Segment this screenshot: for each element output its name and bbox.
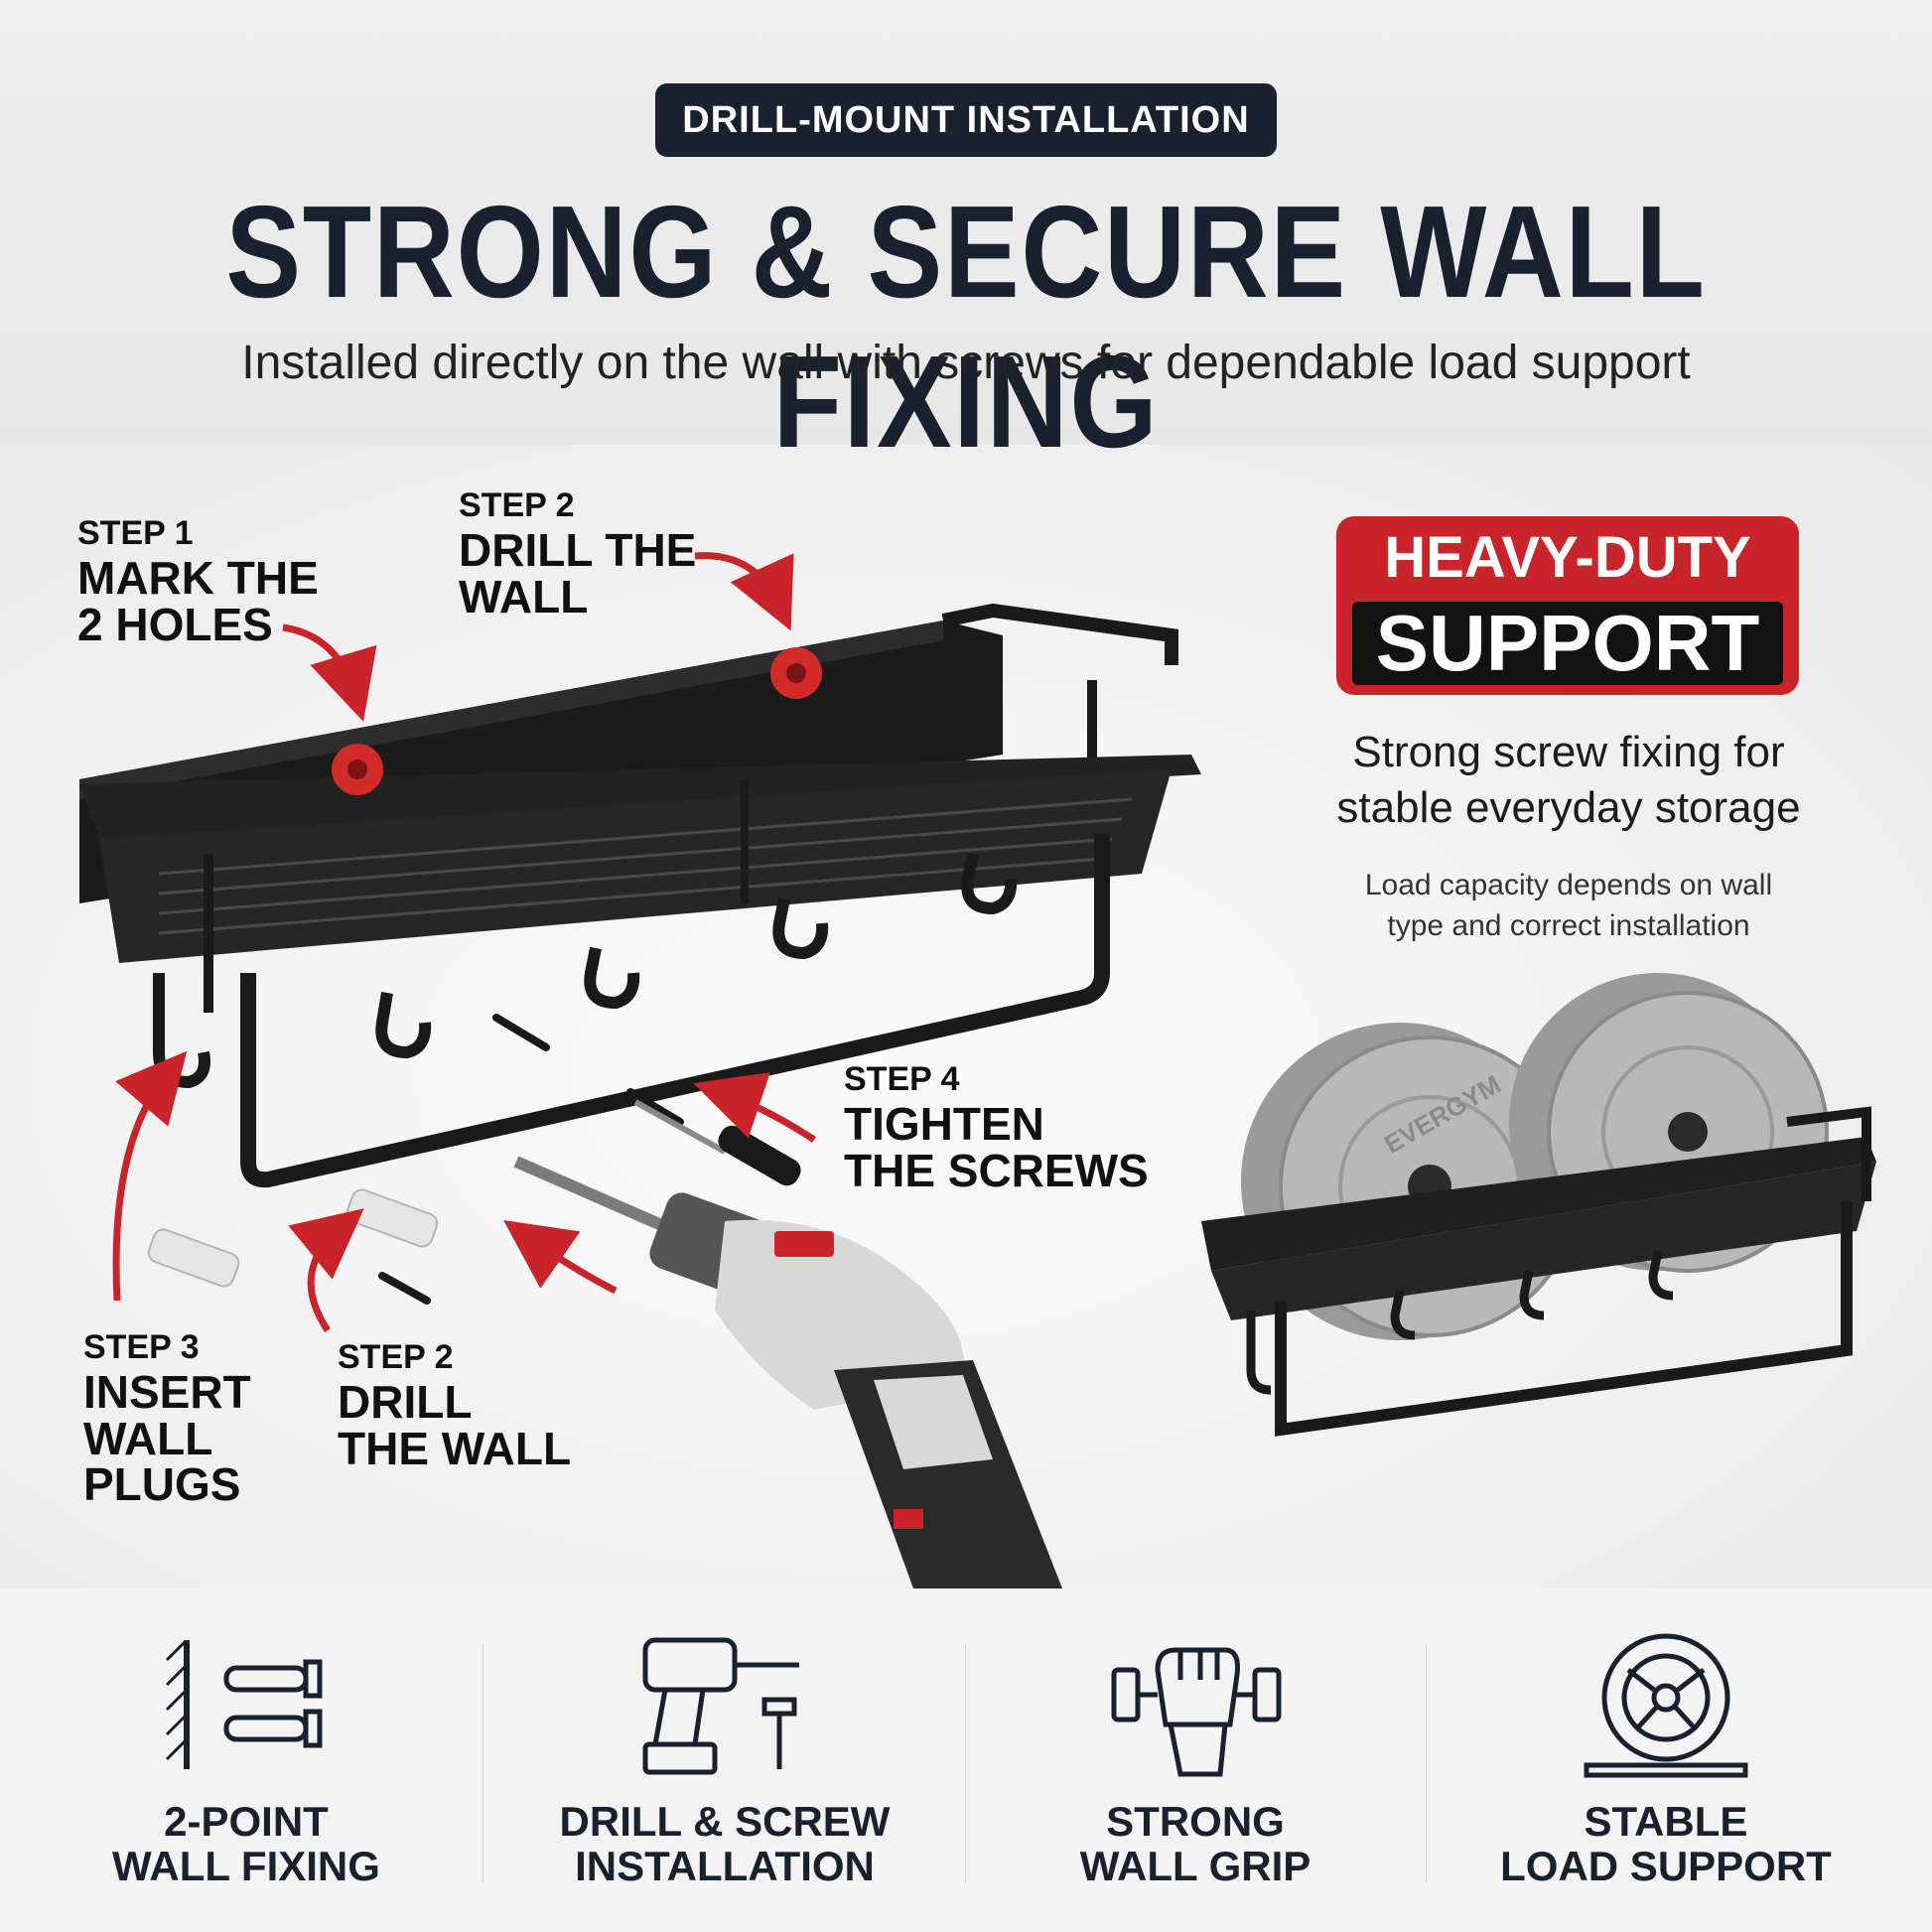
installation-badge: DRILL-MOUNT INSTALLATION	[655, 83, 1277, 157]
features-section	[0, 1588, 1932, 1932]
power-drill	[649, 1192, 1062, 1588]
drill-screw-icon	[642, 1637, 799, 1775]
step-arrows	[112, 552, 816, 1332]
step-2-top-label: STEP 2 DRILL THE WALL	[459, 486, 697, 622]
wall-plugs	[147, 1188, 439, 1288]
step-3-label: STEP 3 INSERT WALL PLUGS	[83, 1328, 251, 1511]
page-subtitle: Installed directly on the wall with scre…	[241, 337, 1691, 389]
shelf-illustration	[79, 603, 1201, 1188]
heavy-duty-badge-bottom: SUPPORT	[1352, 599, 1783, 687]
header-section	[0, 0, 1932, 445]
shelf-top-rail	[941, 603, 1178, 665]
tools-illustration	[147, 1014, 1062, 1588]
step-2-bottom-label: STEP 2 DRILL THE WALL	[338, 1338, 572, 1474]
wall-screws-icon	[165, 1640, 323, 1769]
heavy-duty-badge-top: HEAVY-DUTY	[1384, 525, 1751, 590]
page-title: STRONG & SECURE WALL FIXING	[225, 179, 1707, 475]
step-4-label: STEP 4 TIGHTEN THE SCREWS	[844, 1060, 1149, 1196]
fist-grip-icon	[1111, 1647, 1282, 1777]
hole-markers	[332, 647, 822, 795]
towel-bar	[240, 834, 1110, 1188]
weight-plate-icon	[1584, 1633, 1748, 1778]
shelf-with-plates: EVERGYM	[1201, 973, 1876, 1437]
small-shelf	[1201, 1106, 1876, 1437]
drill-bit	[513, 1156, 678, 1237]
feature-divider	[1426, 1644, 1427, 1882]
feature-divider	[965, 1644, 966, 1882]
screws	[378, 1014, 684, 1305]
screwdriver	[633, 1099, 801, 1186]
shelf-front-rail	[79, 755, 1201, 839]
side-note-text: Load capacity depends on wall type and c…	[1364, 869, 1773, 942]
step-1-label: STEP 1 MARK THE 2 HOLES	[77, 514, 319, 650]
side-main-text: Strong screw fixing for stable everyday …	[1336, 728, 1801, 832]
